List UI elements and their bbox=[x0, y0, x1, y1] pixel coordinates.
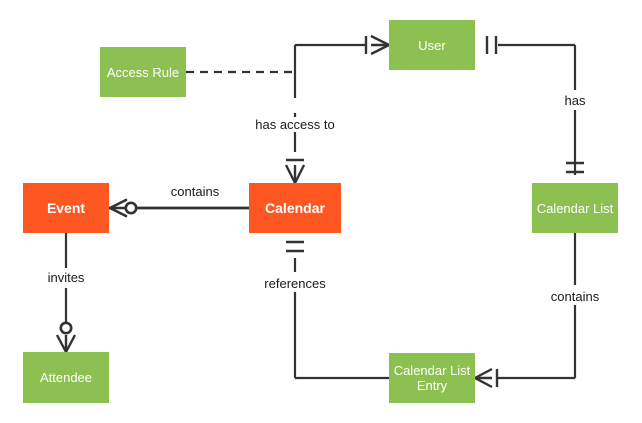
cardinality-event-zero-or-many bbox=[108, 198, 128, 218]
entity-event[interactable]: Event bbox=[23, 183, 109, 233]
entity-calendar-list-entry-label-line2: Entry bbox=[416, 378, 448, 393]
relationship-label-contains-list-entry: contains bbox=[547, 289, 603, 304]
cardinality-calendar-list-exactly-one bbox=[566, 161, 584, 174]
cardinality-event-optional-circle bbox=[124, 201, 138, 215]
entity-calendar-list-entry[interactable]: Calendar List Entry bbox=[389, 353, 475, 403]
cardinality-calendar-one-or-many bbox=[284, 158, 306, 184]
relationship-label-has: has bbox=[561, 93, 589, 108]
cardinality-attendee-optional-circle bbox=[59, 321, 73, 335]
entity-calendar-list-label: Calendar List bbox=[536, 200, 614, 216]
cardinality-entry-one-or-many bbox=[474, 367, 499, 389]
entity-calendar[interactable]: Calendar bbox=[249, 183, 341, 233]
relationship-label-invites: invites bbox=[44, 270, 88, 285]
relationship-label-contains-event-calendar: contains bbox=[167, 184, 223, 199]
cardinality-user-one-or-many bbox=[364, 34, 390, 56]
entity-attendee-label: Attendee bbox=[39, 370, 93, 385]
entity-calendar-list-entry-label-line1: Calendar List bbox=[393, 363, 471, 378]
entity-access-rule-label: Access Rule bbox=[106, 64, 180, 80]
relationship-label-references: references bbox=[261, 276, 329, 291]
entity-access-rule[interactable]: Access Rule bbox=[100, 47, 186, 97]
entity-user-label: User bbox=[418, 37, 446, 53]
cardinality-calendar-exactly-one bbox=[286, 240, 304, 253]
entity-attendee[interactable]: Attendee bbox=[23, 352, 109, 403]
cardinality-user-exactly-one bbox=[485, 36, 498, 54]
entity-calendar-list[interactable]: Calendar List bbox=[532, 183, 618, 233]
entity-calendar-label: Calendar bbox=[265, 199, 325, 216]
entity-event-label: Event bbox=[46, 199, 86, 216]
entity-user[interactable]: User bbox=[389, 20, 475, 70]
relationship-label-has-access-to: has access to bbox=[252, 117, 338, 132]
cardinality-attendee-zero-or-many bbox=[55, 334, 77, 353]
